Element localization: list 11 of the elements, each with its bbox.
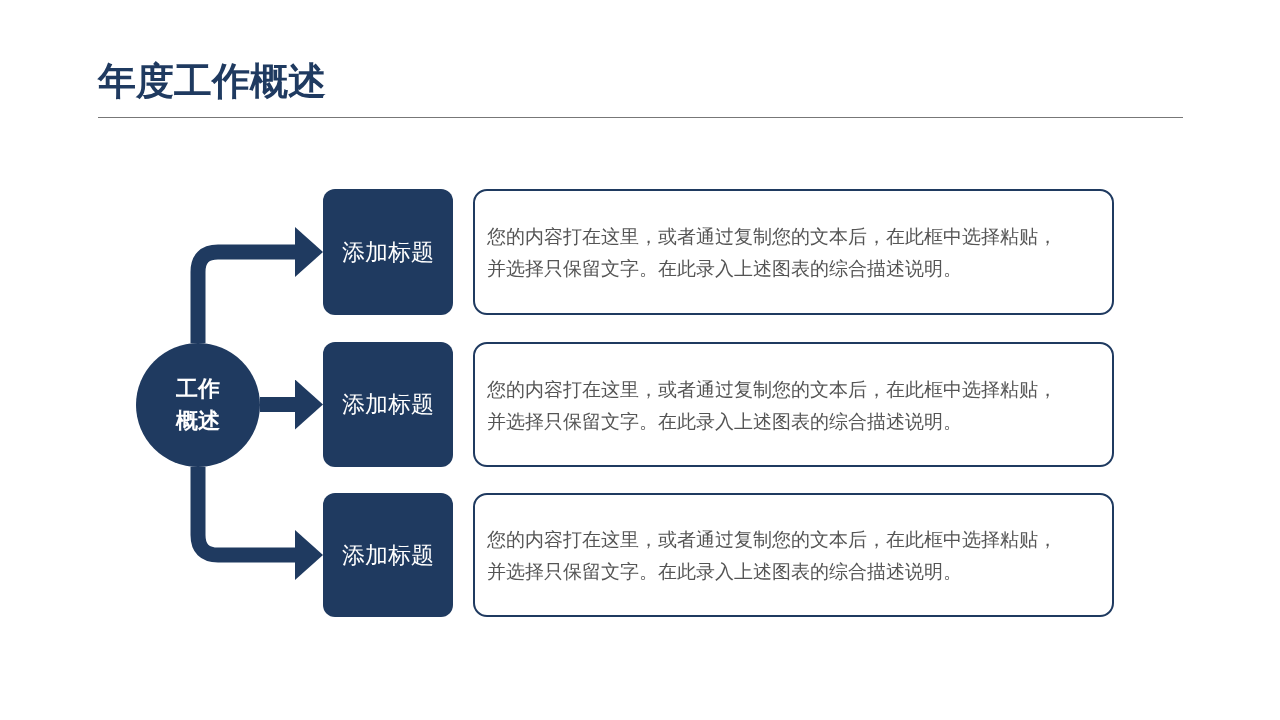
- arrow: [190, 227, 323, 343]
- center-circle: 工作概述: [136, 343, 260, 467]
- text-box: 您的内容打在这里，或者通过复制您的文本后，在此框中选择粘贴，并选择只保留文字。在此录入上述图表的综合描述说明。: [473, 189, 1114, 315]
- title-box: 添加标题: [323, 342, 453, 467]
- text-box: 您的内容打在这里，或者通过复制您的文本后，在此框中选择粘贴，并选择只保留文字。在此录入上述图表的综合描述说明。: [473, 342, 1114, 467]
- title-box: 添加标题: [323, 493, 453, 617]
- title-box: 添加标题: [323, 189, 453, 315]
- slide-title: 年度工作概述: [98, 58, 326, 105]
- arrow: [260, 379, 323, 430]
- text-box: 您的内容打在这里，或者通过复制您的文本后，在此框中选择粘贴，并选择只保留文字。在此录入上述图表的综合描述说明。: [473, 493, 1114, 617]
- arrow: [190, 467, 323, 580]
